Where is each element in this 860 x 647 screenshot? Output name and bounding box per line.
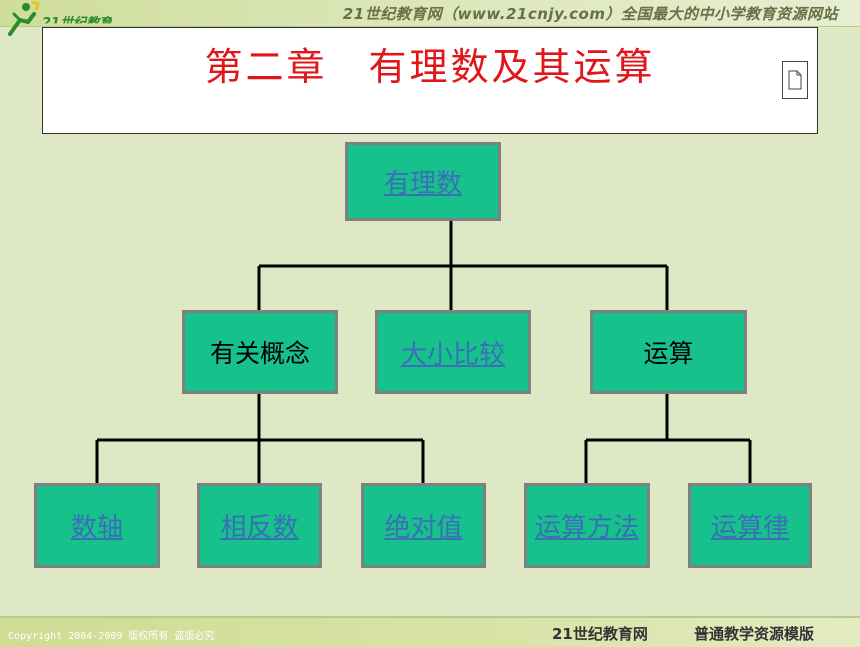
node-operation-laws-label[interactable]: 运算律 [710,513,789,543]
slide-title-box: 第二章 有理数及其运算 [42,27,818,134]
slide-title: 第二章 有理数及其运算 [204,45,656,89]
node-opposite-numbers-label[interactable]: 相反数 [220,513,299,543]
footer-site-name: 21世纪教育网 [552,625,648,643]
node-operation-methods[interactable]: 运算方法 [524,483,650,568]
node-related-concepts-label: 有关概念 [209,339,310,368]
node-operations-label: 运算 [643,339,694,368]
site-logo[interactable]: 21世纪教育 [4,0,154,40]
node-size-comparison[interactable]: 大小比较 [375,310,531,394]
node-operation-methods-label[interactable]: 运算方法 [534,513,639,543]
document-glyph [788,70,802,90]
footer-template-name: 普通教学资源模版 [694,625,815,643]
node-number-line[interactable]: 数轴 [34,483,160,568]
node-operations: 运算 [590,310,747,394]
node-related-concepts: 有关概念 [182,310,338,394]
logo-text: 21世纪教育 [42,16,113,31]
node-number-line-label[interactable]: 数轴 [70,513,123,543]
header-band: 21世纪教育 21世纪教育网（www.21cnjy.com）全国最大的中小学教育… [0,0,860,36]
site-slogan: 21世纪教育网（www.21cnjy.com）全国最大的中小学教育资源网站 [342,5,838,23]
node-size-comparison-label[interactable]: 大小比较 [400,339,505,370]
node-rational-numbers[interactable]: 有理数 [345,142,501,221]
node-absolute-value[interactable]: 绝对值 [361,483,486,568]
node-absolute-value-label[interactable]: 绝对值 [384,513,463,543]
footer-band: Copyright 2004-2009 版权所有 盗版必究 21世纪教育网 普通… [0,616,860,647]
document-icon[interactable] [782,61,808,99]
copyright-text: Copyright 2004-2009 版权所有 盗版必究 [8,631,215,642]
node-opposite-numbers[interactable]: 相反数 [197,483,322,568]
runner-logo-icon [8,0,40,36]
node-rational-numbers-label[interactable]: 有理数 [383,169,462,199]
node-operation-laws[interactable]: 运算律 [688,483,812,568]
